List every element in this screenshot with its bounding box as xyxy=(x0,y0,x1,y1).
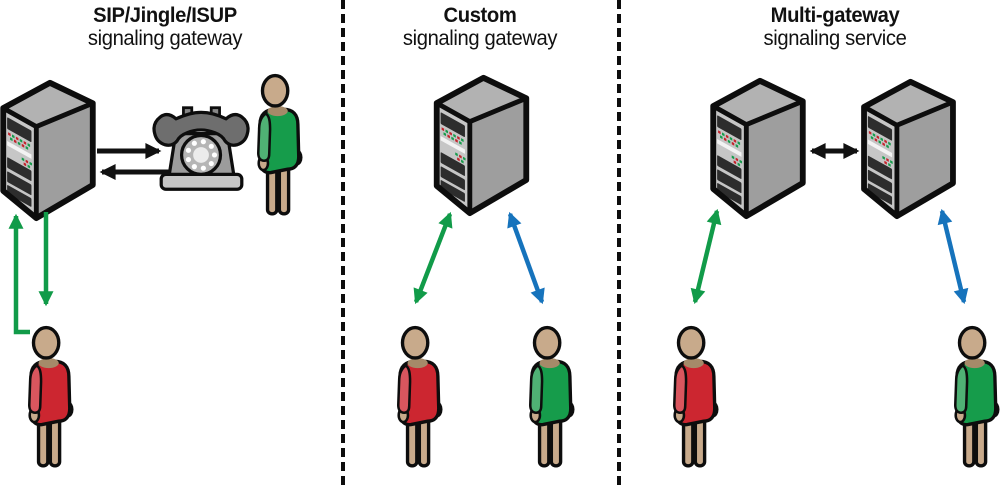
arrow-user-to-gateway xyxy=(8,213,30,335)
arrow-gateway-red-user xyxy=(413,211,453,305)
arrow-gateway-green-user xyxy=(507,211,545,305)
panel-divider xyxy=(341,0,345,487)
panel-divider xyxy=(617,0,621,487)
arrow-gateway-red-user xyxy=(690,208,722,305)
arrow-gateway-green-user xyxy=(937,208,969,305)
